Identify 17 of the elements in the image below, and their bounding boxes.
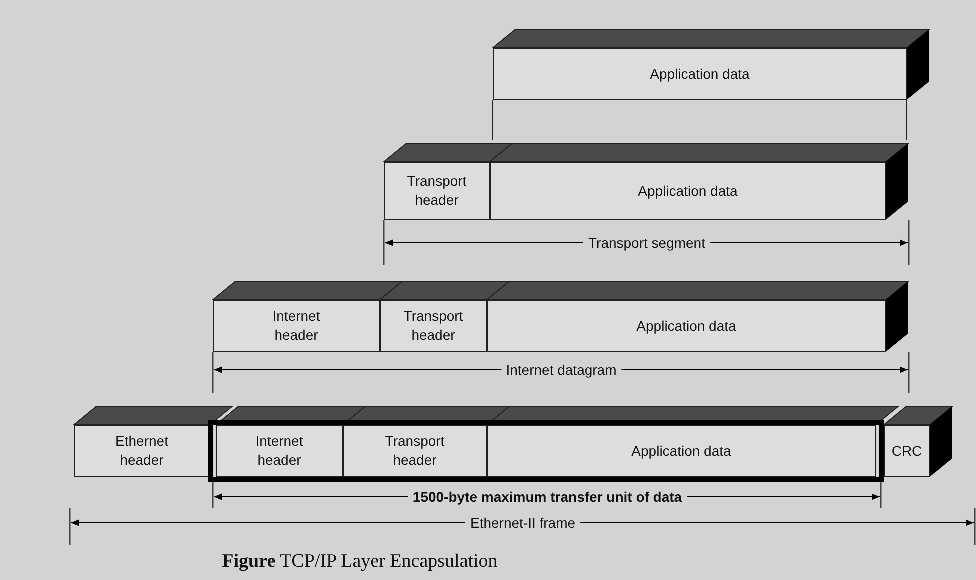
segment-box: Transport header [380,300,487,352]
segment-box: Ethernet header [74,425,210,477]
dimension-label: Internet datagram [501,362,622,378]
segment-box: Application data [487,425,876,477]
figure-caption: Figure TCP/IP Layer Encapsulation [221,551,499,573]
segment-box: Transport header [343,425,487,477]
segment-box: Transport header [384,162,490,220]
segment-box: Application data [487,300,886,352]
segment-box: Application data [490,162,886,220]
dimension-label: Transport segment [584,235,710,251]
segment-box: CRC [884,425,930,477]
dimension-label: 1500-byte maximum transfer unit of data [408,489,688,505]
segment-box: Internet header [216,425,343,477]
frame-box [208,420,884,482]
dimension-label: Ethernet-II frame [465,515,581,531]
segment-box: Application data [493,48,907,100]
segment-box: Internet header [213,300,380,352]
